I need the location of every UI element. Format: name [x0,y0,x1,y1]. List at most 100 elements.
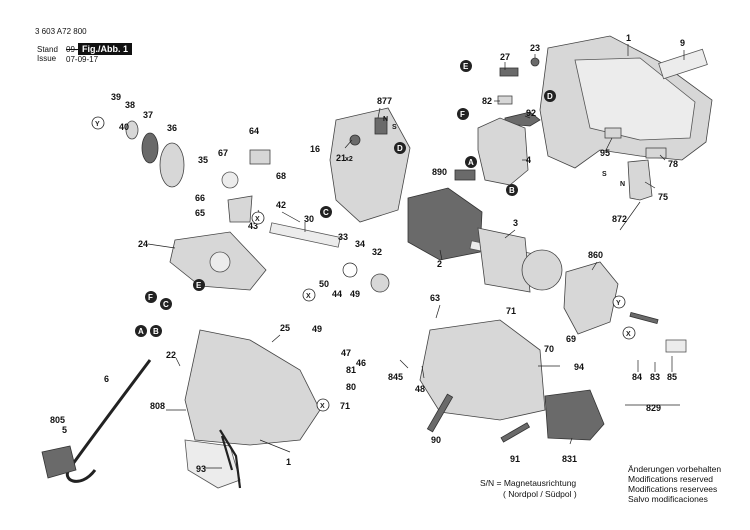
label-36: 36 [167,123,177,133]
label-890: 890 [432,167,447,177]
connector-c-mid: C [320,206,332,218]
svg-text:B: B [153,327,159,336]
bolt-91 [500,422,531,443]
label-67: 67 [218,148,228,158]
plug [41,445,77,479]
stator-2 [407,187,483,261]
label-860: 860 [588,250,603,260]
label-1-front: 1 [286,457,291,467]
old-date: 09-03 [66,45,87,54]
label-32: 32 [372,247,382,257]
switch-4 [477,117,529,186]
connector-a-top: A [465,156,477,168]
label-44: 44 [332,289,342,299]
label-5: 5 [62,425,67,435]
field-coil-16 [329,107,411,223]
label-n-877: N [383,116,388,123]
connector-x-right: X [622,326,636,340]
label-25: 25 [280,323,290,333]
connector-x-left: X [302,288,316,302]
svg-text:X: X [626,331,631,338]
label-27: 27 [500,52,510,62]
label-63: 63 [430,293,440,303]
part-21 [349,134,361,146]
label-34: 34 [355,239,365,249]
svg-text:X: X [320,403,325,410]
part-66 [221,171,239,189]
label-1-top: 1 [626,33,631,43]
label-68: 68 [276,171,286,181]
label-33: 33 [338,232,348,242]
label-829: 829 [646,403,661,413]
part-877 [374,117,388,135]
svg-text:C: C [163,300,169,309]
label-831: 831 [562,454,577,464]
label-23: 23 [530,43,540,53]
part-64 [249,149,271,165]
svg-text:Y: Y [616,300,621,307]
label-65: 65 [195,208,205,218]
sn-note-line1: S/N = Magnetausrichtung [480,478,577,488]
svg-text:D: D [547,92,553,101]
label-78: 78 [668,159,678,169]
label-n: N [620,181,625,188]
label-46: 46 [356,358,366,368]
label-16: 16 [310,144,320,154]
svg-text:F: F [460,110,465,119]
label-s-877: S [392,124,397,131]
issue-label: Issue [37,54,57,63]
label-845: 845 [388,372,403,382]
leader-lines [147,44,685,469]
connector-x-mid: X [251,211,265,225]
label-81: 81 [346,365,356,375]
bolt-90 [426,393,454,433]
connector-callouts: D E F A B D C E F C A B Y X X Y X X [91,60,636,412]
part-860 [563,261,619,335]
power-cable [66,359,152,483]
label-80: 80 [346,382,356,392]
label-4: 4 [526,155,531,165]
figure-badge: Fig./Abb. 1 [78,43,132,55]
gear-case [419,319,546,421]
label-75: 75 [658,192,668,202]
label-40: 40 [119,122,129,132]
chuck-831 [544,389,605,441]
label-84: 84 [632,372,642,382]
stand-label: Stand [37,45,58,54]
connector-y-mid: Y [612,295,626,309]
label-6: 6 [104,374,109,384]
label-39: 39 [111,92,121,102]
label-49-b: 49 [312,324,322,334]
svg-text:C: C [323,208,329,217]
svg-text:F: F [148,293,153,302]
label-66: 66 [195,193,205,203]
label-35: 35 [198,155,208,165]
label-9: 9 [680,38,685,48]
label-64: 64 [249,126,259,136]
connector-e-mid: E [193,279,205,291]
gear-36 [159,142,185,188]
label-x2: x2 [345,156,353,163]
label-85: 85 [667,372,677,382]
connector-y-top: Y [91,116,105,130]
label-50: 50 [319,279,329,289]
svg-text:D: D [397,144,403,153]
part-27 [499,67,519,77]
label-48: 48 [415,384,425,394]
connector-f-top: F [457,108,469,120]
label-83: 83 [650,372,660,382]
connector-x-bottom: X [316,398,330,412]
connector-f-left: F [145,291,157,303]
modifications-line2: Modifications reserved [628,474,714,484]
svg-text:Y: Y [95,121,100,128]
modifications-line1: Änderungen vorbehalten [628,464,722,474]
part-labels: 1 1 2 3 4 5 6 9 16 21 22 23 24 25 27 30 … [50,33,685,474]
label-71-bottom: 71 [340,401,350,411]
modifications-line3: Modifications reservees [628,484,718,494]
fan [521,249,563,291]
issue-date: 07-09-17 [66,55,99,64]
part-890 [454,169,476,181]
label-82: 82 [482,96,492,106]
front-housing [184,329,321,446]
label-808: 808 [150,401,165,411]
